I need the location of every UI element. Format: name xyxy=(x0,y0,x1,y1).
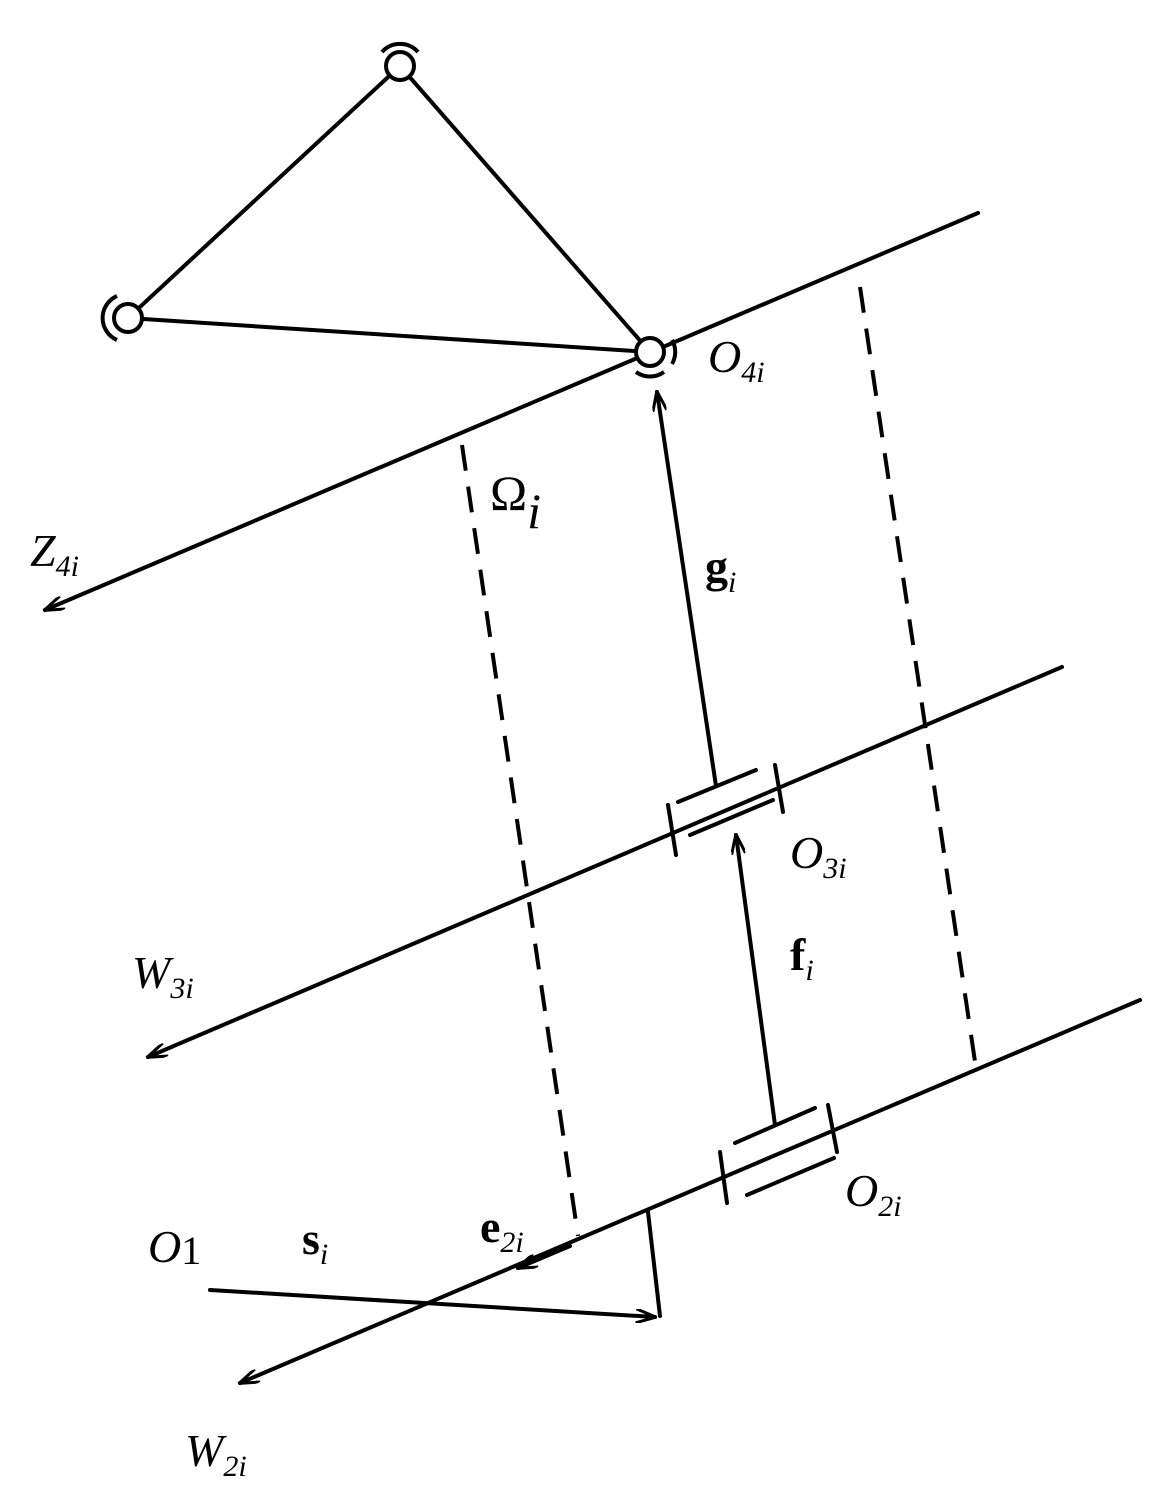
spherical-joint-left xyxy=(100,294,144,342)
vector-e2 xyxy=(518,1244,572,1268)
vector-s xyxy=(208,1288,655,1317)
prismatic-joint-o2 xyxy=(718,1103,839,1205)
label-s: si xyxy=(302,1213,328,1271)
foot-perpendicular xyxy=(646,1210,662,1318)
omega-plane-boundary-left xyxy=(460,444,580,1237)
platform-edge-bottom xyxy=(126,316,652,354)
prismatic-joint-o3 xyxy=(666,763,785,857)
label-w3: W3i xyxy=(132,947,194,1005)
omega-plane-boundary-right xyxy=(858,286,979,1076)
vector-f xyxy=(736,835,777,1127)
spherical-joint-o4 xyxy=(634,336,678,379)
label-f: fi xyxy=(790,929,814,987)
z4-axis xyxy=(45,211,980,610)
spherical-joint-top xyxy=(380,41,420,82)
label-w2: W2i xyxy=(185,1425,247,1483)
label-o3: O3i xyxy=(790,827,847,885)
w3-axis xyxy=(148,665,1064,1057)
label-z4: Z4i xyxy=(30,525,79,583)
w2-axis xyxy=(240,998,1142,1383)
label-o2: O2i xyxy=(845,1165,902,1223)
platform-edge-top-left xyxy=(126,64,402,320)
platform-edge-top-right xyxy=(398,64,652,354)
label-o1: O1 xyxy=(148,1221,201,1273)
label-g: gi xyxy=(705,541,736,599)
vector-g xyxy=(657,392,718,788)
label-e2: e2i xyxy=(480,1201,524,1259)
label-omega: Ωi xyxy=(490,465,541,539)
label-o4: O4i xyxy=(708,331,765,389)
